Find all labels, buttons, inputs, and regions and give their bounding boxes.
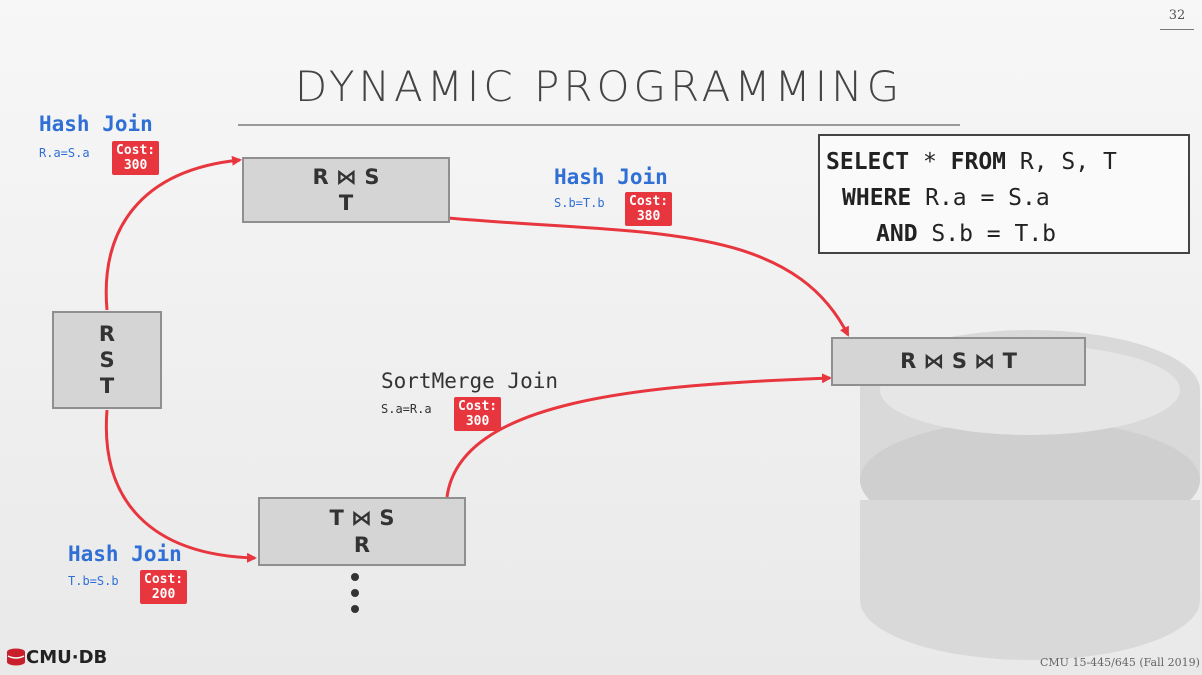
cmu-db-logo: CMU·DB [6, 647, 107, 668]
database-logo-icon [7, 648, 25, 666]
edge-hash2-label: Hash Join [554, 165, 668, 189]
cost-value: 300 [123, 158, 148, 173]
database-watermark-icon [860, 330, 1200, 660]
sql-keyword-and: AND [876, 221, 918, 247]
sql-keyword-where: WHERE [842, 185, 912, 211]
cost-value: 380 [636, 209, 661, 224]
arrow-rs-t-to-final [447, 216, 850, 337]
cost-value: 200 [151, 587, 176, 602]
sql-text: S.b = T.b [917, 221, 1057, 247]
slide-number: 32 [1160, 8, 1194, 30]
sql-keyword-from: FROM [950, 149, 1007, 175]
node-ts-r-line1: T ⋈ S [329, 506, 395, 531]
node-rst: R S T [52, 311, 162, 409]
cost-label: Cost: [144, 572, 184, 587]
edge-hash3-cost-badge: Cost: 200 [140, 570, 188, 604]
sql-line-3: AND S.b = T.b [826, 216, 1182, 252]
edge-sortmerge-predicate: S.a=R.a [381, 402, 432, 416]
node-final-label: R ⋈ S ⋈ T [900, 349, 1017, 374]
cost-value: 300 [465, 414, 490, 429]
edge-hash1-cost-badge: Cost: 300 [112, 141, 160, 175]
edge-hash2-predicate: S.b=T.b [554, 196, 605, 210]
node-rst-line3: T [99, 374, 115, 399]
edge-hash1-predicate: R.a=S.a [39, 146, 90, 160]
sql-line-1: SELECT * FROM R, S, T [826, 144, 1182, 180]
node-rst-line2: S [99, 347, 115, 372]
more-plans-ellipsis-icon [351, 573, 359, 613]
node-rst-line1: R [98, 321, 116, 346]
arrow-rst-to-rs-t [104, 155, 242, 311]
slide-title: DYNAMIC PROGRAMMING [294, 62, 904, 111]
node-ts-r: T ⋈ S R [258, 497, 466, 566]
edge-hash2-cost-badge: Cost: 380 [625, 192, 673, 226]
arrow-ts-r-to-final [445, 373, 832, 498]
course-footer: CMU 15-445/645 (Fall 2019) [1040, 656, 1200, 669]
edge-sortmerge-cost-badge: Cost: 300 [454, 397, 502, 431]
node-final: R ⋈ S ⋈ T [831, 337, 1086, 386]
node-rs-t: R ⋈ S T [242, 157, 450, 223]
edge-hash3-label: Hash Join [68, 542, 182, 566]
title-divider [238, 124, 960, 126]
sql-text: R.a = S.a [911, 185, 1050, 211]
node-rs-t-line2: T [338, 191, 354, 215]
sql-query-box: SELECT * FROM R, S, T WHERE R.a = S.a AN… [818, 134, 1190, 254]
edge-sortmerge-label: SortMerge Join [381, 369, 559, 393]
sql-line-2: WHERE R.a = S.a [826, 180, 1182, 216]
sql-keyword-select: SELECT [826, 149, 910, 175]
node-ts-r-line2: R [353, 532, 371, 557]
cmu-db-logo-text: CMU·DB [26, 647, 108, 668]
cost-label: Cost: [458, 399, 498, 414]
edge-hash1-label: Hash Join [39, 112, 153, 136]
cost-label: Cost: [116, 143, 156, 158]
cost-label: Cost: [629, 194, 669, 209]
sql-text: R, S, T [1006, 149, 1117, 175]
node-rs-t-line1: R ⋈ S [312, 164, 380, 189]
sql-text: * [909, 149, 951, 175]
edge-hash3-predicate: T.b=S.b [68, 574, 119, 588]
arrow-rst-to-ts-r [104, 409, 257, 563]
